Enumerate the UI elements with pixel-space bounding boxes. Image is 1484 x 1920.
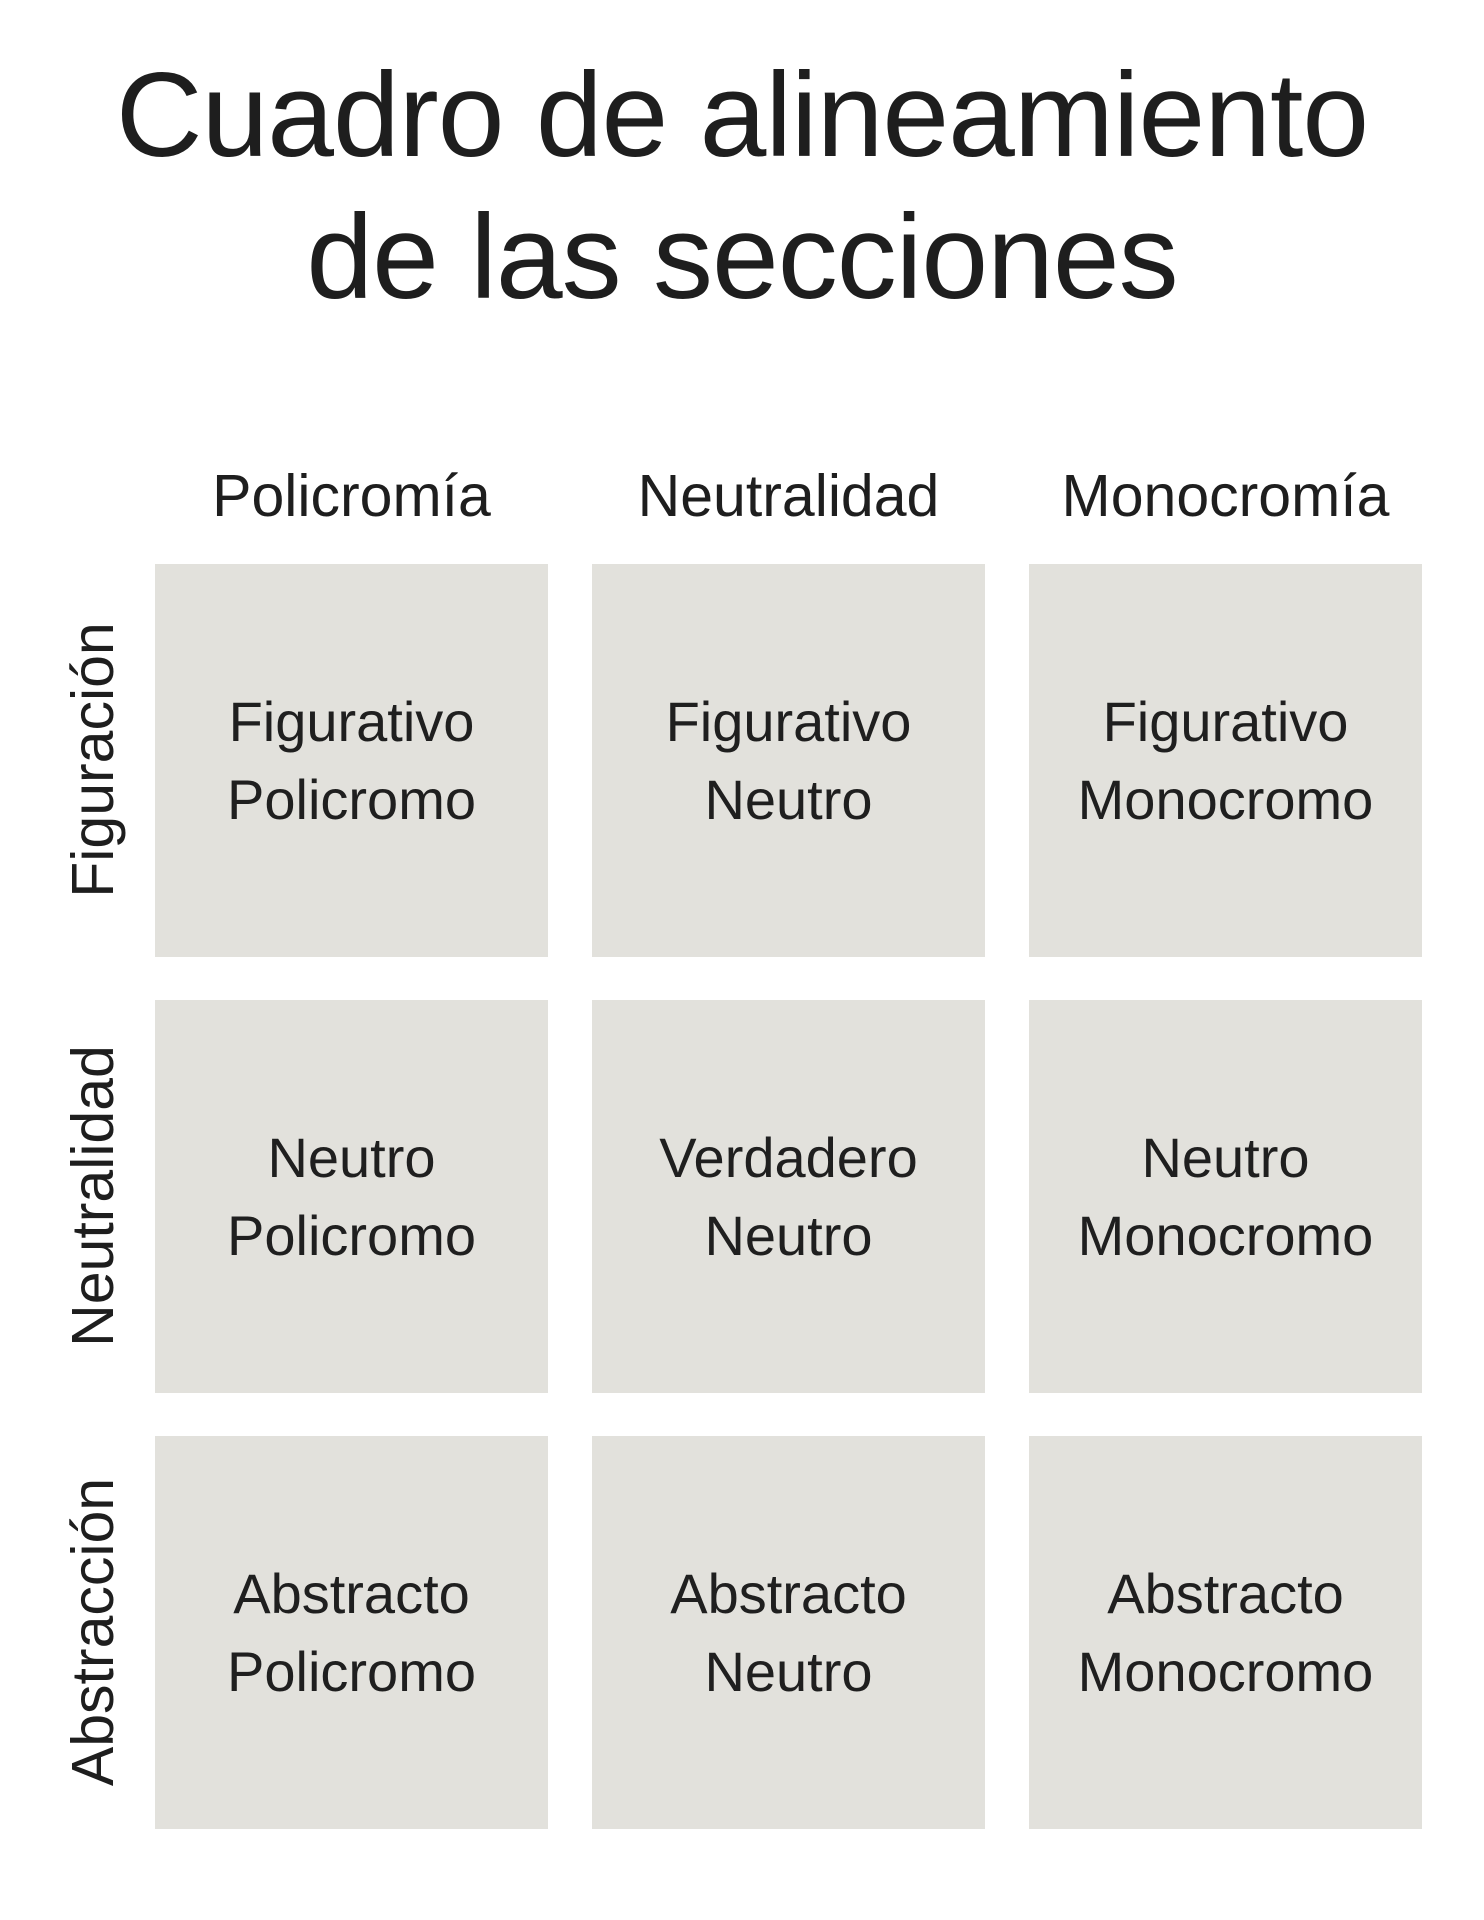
cell-text-line: Abstracto xyxy=(233,1561,470,1625)
cell-text-line: Monocromo xyxy=(1077,1639,1374,1703)
cell-verdadero-neutro: Verdadero Neutro xyxy=(592,1000,985,1393)
cell-text-line: Figurativo xyxy=(228,689,475,753)
cell-text-line: Figurativo xyxy=(665,689,912,753)
cell-text-line: Verdadero xyxy=(659,1125,918,1189)
cell-text-line: Neutro xyxy=(1141,1125,1310,1189)
cell-abstracto-neutro: Abstracto Neutro xyxy=(592,1436,985,1829)
row-label-abstraccion: Abstracción xyxy=(60,1477,126,1787)
cell-text-line: Policromo xyxy=(227,1203,476,1267)
cell-text-line: Policromo xyxy=(227,767,476,831)
cell-text-line: Monocromo xyxy=(1077,1203,1374,1267)
cell-abstracto-monocromo: Abstracto Monocromo xyxy=(1029,1436,1422,1829)
cell-text-line: Neutro xyxy=(704,767,873,831)
cell-text-line: Neutro xyxy=(704,1203,873,1267)
row-label-figuracion: Figuración xyxy=(60,622,126,898)
cell-neutro-policromo: Neutro Policromo xyxy=(155,1000,548,1393)
cell-text-line: Policromo xyxy=(227,1639,476,1703)
cell-text-line: Neutro xyxy=(704,1639,873,1703)
page-title-line-1: Cuadro de alineamiento xyxy=(115,48,1369,182)
cell-text-line: Neutro xyxy=(267,1125,436,1189)
column-header-policromia: Policromía xyxy=(212,463,491,529)
page-title: Cuadro de alineamiento de las secciones xyxy=(0,44,1484,328)
column-header-monocromia: Monocromía xyxy=(1061,463,1390,529)
cell-figurativo-neutro: Figurativo Neutro xyxy=(592,564,985,957)
cell-neutro-monocromo: Neutro Monocromo xyxy=(1029,1000,1422,1393)
cell-text-line: Monocromo xyxy=(1077,767,1374,831)
alignment-grid: Figurativo Policromo Figurativo Neutro F… xyxy=(155,564,1422,1829)
row-label-neutralidad: Neutralidad xyxy=(60,1045,126,1347)
cell-text-line: Abstracto xyxy=(1107,1561,1344,1625)
page-title-line-2: de las secciones xyxy=(306,190,1178,324)
column-header-neutralidad: Neutralidad xyxy=(637,463,940,529)
cell-text-line: Abstracto xyxy=(670,1561,907,1625)
cell-abstracto-policromo: Abstracto Policromo xyxy=(155,1436,548,1829)
cell-text-line: Figurativo xyxy=(1102,689,1349,753)
cell-figurativo-monocromo: Figurativo Monocromo xyxy=(1029,564,1422,957)
cell-figurativo-policromo: Figurativo Policromo xyxy=(155,564,548,957)
